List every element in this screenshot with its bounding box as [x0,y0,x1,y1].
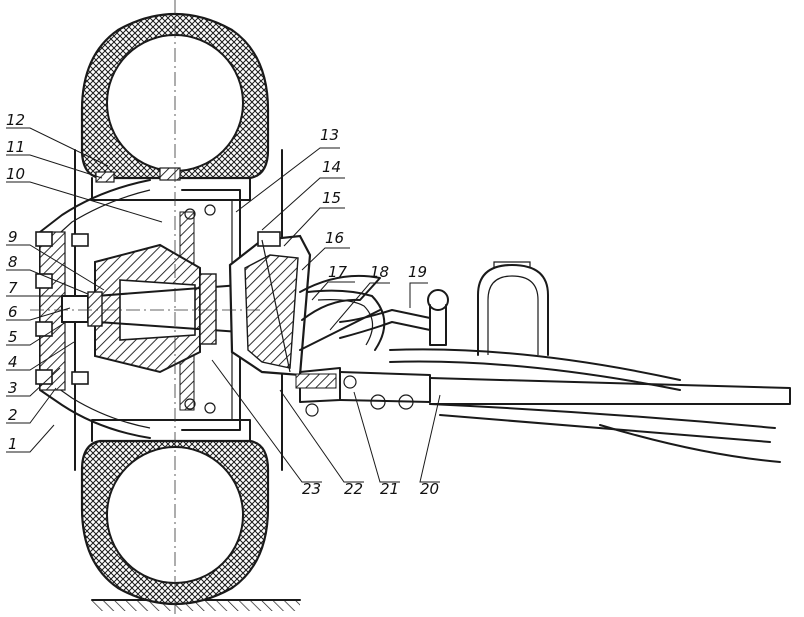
callout-5: 5 [8,328,18,346]
wheel-nut [35,231,89,385]
steering-arm [339,289,449,346]
lower-arm [295,348,791,463]
callout-labels: 1 2 3 4 5 6 7 8 9 10 11 12 13 14 15 16 1… [6,111,439,498]
callout-21: 21 [380,480,399,498]
callout-16: 16 [325,229,344,247]
callout-15: 15 [322,189,341,207]
callout-14: 14 [322,158,341,176]
upper-arm [299,274,386,351]
bump-stop [477,261,549,356]
callout-20: 20 [420,480,439,498]
callout-17: 17 [328,263,348,281]
callout-8: 8 [8,253,18,271]
wheel-rim [91,167,251,442]
steering-knuckle [228,231,312,377]
callout-10: 10 [6,165,25,183]
callout-13: 13 [320,126,339,144]
callout-11: 11 [6,138,25,156]
callout-22: 22 [344,480,363,498]
callout-19: 19 [408,263,427,281]
callout-4: 4 [8,353,18,371]
callout-1: 1 [8,435,18,453]
callout-3: 3 [8,379,18,397]
leader-lines [6,127,441,483]
callout-6: 6 [8,303,18,321]
centerlines [30,0,260,617]
callout-12: 12 [6,111,25,129]
callout-2: 2 [8,406,18,424]
callout-23: 23 [302,480,321,498]
callout-18: 18 [370,263,389,281]
wheel-hub [94,243,201,374]
callout-9: 9 [8,228,18,246]
callout-7: 7 [8,279,18,297]
